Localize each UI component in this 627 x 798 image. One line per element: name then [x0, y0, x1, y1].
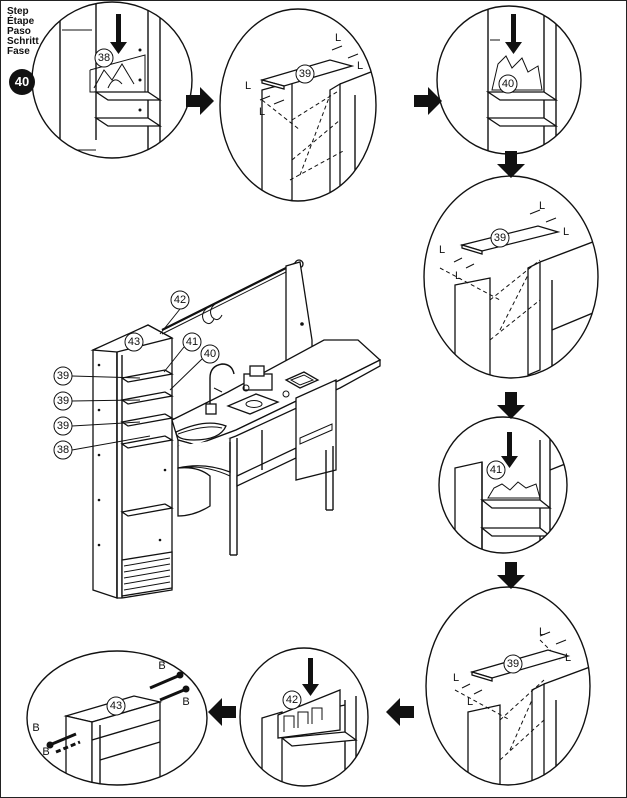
pin-label-L: L [539, 626, 545, 638]
step-label-es: Paso [7, 26, 31, 37]
right-arrow-icon [414, 87, 442, 115]
down-arrow-icon [497, 392, 525, 419]
pin-label-L: L [245, 80, 251, 92]
callout-label-41: 41 [490, 464, 502, 476]
shelf-panel [93, 117, 163, 127]
faucet-icon [209, 363, 235, 410]
callout-label-43: 43 [110, 700, 122, 712]
down-arrow-icon [110, 14, 127, 54]
callout-part-39: 39 [53, 391, 141, 411]
right-arrow-icon [186, 87, 214, 115]
bolt-icon [159, 685, 190, 702]
callout-part-39: 39 [503, 654, 523, 674]
cooktop [226, 393, 280, 415]
step-label-en: Step [7, 6, 29, 17]
step-header: Step Étape Paso Schritt Fase [7, 7, 39, 57]
left-arrow-icon [208, 698, 236, 726]
bolt-icon [46, 732, 77, 749]
detail-5-insert-part-41: 41 [438, 416, 568, 554]
pin-label-L: L [357, 60, 363, 72]
hook-icon [202, 307, 215, 325]
callout-part-39: 39 [490, 228, 510, 248]
down-arrow-icon [497, 151, 525, 178]
shelf-unit-side [92, 339, 118, 599]
callout-label-42: 42 [286, 694, 298, 706]
callout-part-43: 43 [124, 332, 144, 352]
bolt-icon [149, 671, 184, 690]
callout-part-43: 43 [106, 696, 126, 716]
detail-6-shelf-39-pins: L L L L 39 [425, 586, 591, 786]
down-arrow-icon [302, 658, 319, 696]
step-number-badge: 40 [9, 69, 35, 95]
callout-label-39: 39 [507, 658, 519, 670]
callout-label-39: 39 [57, 395, 69, 407]
callout-part-42: 42 [159, 290, 190, 335]
pin-label-L: L [439, 244, 445, 256]
down-arrow-icon [505, 14, 522, 54]
main-assembly [90, 259, 382, 599]
burner-square [284, 371, 320, 389]
shelf-panel [93, 91, 163, 101]
pin-label-L: L [259, 106, 265, 118]
bolt-icon [55, 740, 81, 754]
pin-label-L: L [455, 270, 461, 282]
hook-icon [210, 303, 223, 321]
callout-label-39: 39 [57, 370, 69, 382]
shelf-39 [459, 225, 561, 252]
pin-label-L: L [539, 200, 545, 212]
pin-label-L: L [335, 32, 341, 44]
down-arrow-icon [501, 432, 518, 468]
pin-label-L: L [565, 652, 571, 664]
callout-part-40: 40 [169, 344, 220, 391]
callout-part-39: 39 [295, 64, 315, 84]
left-arrow-icon [386, 698, 414, 726]
callout-label-39: 39 [494, 232, 506, 244]
callout-part-41: 41 [163, 332, 202, 373]
pin-label-L: L [453, 672, 459, 684]
callout-label-40: 40 [502, 78, 514, 90]
detail-3-insert-part-40: 40 [436, 5, 582, 155]
callout-label-41: 41 [186, 336, 198, 348]
callout-label-40: 40 [204, 348, 216, 360]
callout-part-38: 38 [53, 435, 151, 460]
callout-label-43: 43 [128, 336, 140, 348]
callout-part-39: 39 [53, 416, 141, 436]
detail-8-top-43-bolts: B B B B 43 [26, 650, 208, 786]
callout-part-42: 42 [282, 690, 302, 710]
callout-label-38: 38 [98, 52, 110, 64]
callout-label-39: 39 [299, 68, 311, 80]
detail-4-shelf-39-pins: L L L L 39 [423, 175, 599, 379]
callout-label-42: 42 [174, 294, 186, 306]
main-callouts: 42 43 41 40 39 39 39 [53, 290, 220, 460]
callout-part-41: 41 [486, 460, 506, 480]
bolt-label-B: B [158, 660, 165, 672]
step-label-fr: Étape [7, 16, 35, 27]
callout-part-39: 39 [53, 366, 141, 386]
callout-part-40: 40 [498, 74, 518, 94]
bolt-label-B: B [182, 696, 189, 708]
step-label-de: Schritt [7, 36, 39, 47]
detail-1-insert-part-38: 38 [31, 1, 193, 159]
step-label-it: Fase [7, 46, 30, 57]
hanging-rod [161, 261, 299, 331]
bolt-label-B: B [42, 746, 49, 758]
callout-label-39: 39 [57, 420, 69, 432]
detail-7-insert-part-42: 42 [239, 647, 369, 787]
detail-2-shelf-39-pins: L L L L 39 [219, 8, 377, 202]
callout-label-38: 38 [57, 444, 69, 456]
down-arrow-icon [497, 562, 525, 589]
pin-label-L: L [467, 696, 473, 708]
bolt-label-B: B [32, 722, 39, 734]
pin-label-L: L [563, 226, 569, 238]
callout-part-38: 38 [94, 48, 114, 68]
